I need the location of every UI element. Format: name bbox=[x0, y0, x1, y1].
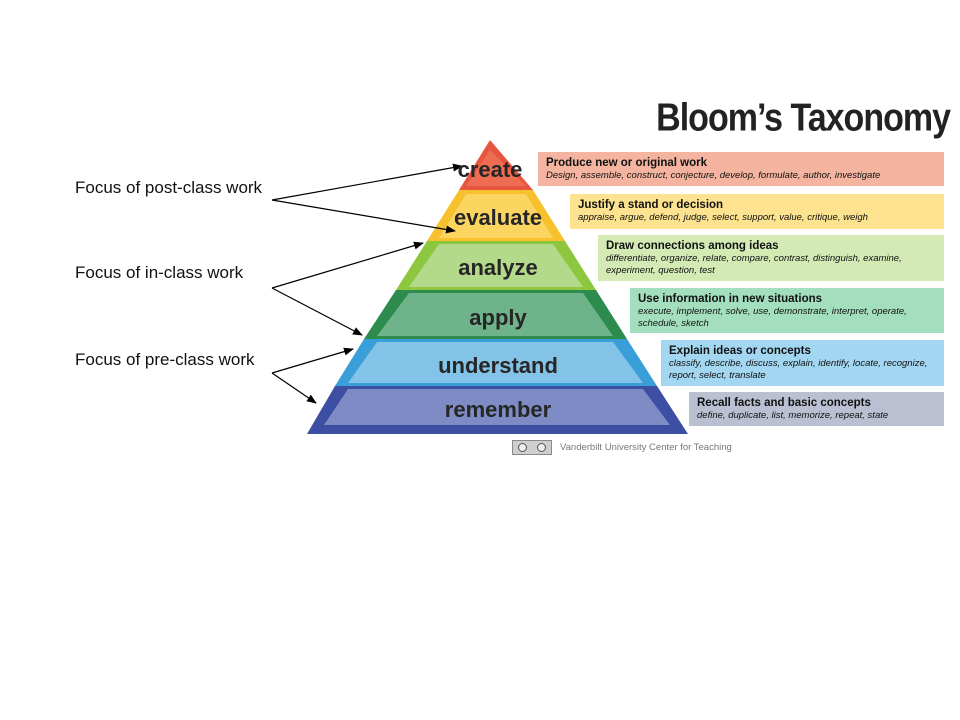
band-understand-inner bbox=[348, 342, 643, 383]
arrow-pre-class-to-remember bbox=[271, 372, 317, 404]
focus-in-class-label: Focus of in-class work bbox=[75, 263, 244, 282]
creative-commons-badge-icon bbox=[512, 440, 552, 455]
level-label-understand: understand bbox=[438, 353, 558, 378]
arrow-in-class-to-apply bbox=[271, 287, 363, 336]
focus-pre-class-label: Focus of pre-class work bbox=[75, 350, 255, 369]
description-understand-verbs: classify, describe, discuss, explain, id… bbox=[669, 358, 928, 381]
description-remember-heading: Recall facts and basic concepts bbox=[697, 397, 871, 409]
description-evaluate: Justify a stand or decision appraise, ar… bbox=[570, 194, 944, 229]
arrow-post-class-to-evaluate bbox=[271, 199, 456, 234]
description-understand-heading: Explain ideas or concepts bbox=[669, 345, 811, 357]
description-apply-heading: Use information in new situations bbox=[638, 293, 823, 305]
level-label-apply: apply bbox=[469, 305, 527, 330]
description-evaluate-heading: Justify a stand or decision bbox=[578, 199, 724, 211]
band-remember-inner bbox=[324, 389, 670, 425]
credit-text: Vanderbilt University Center for Teachin… bbox=[560, 442, 732, 453]
level-label-analyze: analyze bbox=[458, 255, 538, 280]
description-apply-verbs: execute, implement, solve, use, demonstr… bbox=[638, 306, 907, 329]
description-create-verbs: Design, assemble, construct, conjecture,… bbox=[546, 170, 881, 181]
level-label-remember: remember bbox=[444, 397, 552, 422]
focus-post-class-label: Focus of post-class work bbox=[75, 178, 263, 197]
cc-symbol-icon bbox=[518, 443, 527, 452]
description-analyze: Draw connections among ideas differentia… bbox=[598, 235, 944, 281]
attribution-symbol-icon bbox=[537, 443, 546, 452]
description-evaluate-verbs: appraise, argue, defend, judge, select, … bbox=[578, 212, 868, 223]
band-evaluate-inner bbox=[439, 194, 553, 238]
taxonomy-title: Bloom’s Taxonomy bbox=[656, 96, 951, 140]
band-analyze-inner bbox=[409, 244, 583, 287]
credit-line: Vanderbilt University Center for Teachin… bbox=[512, 440, 732, 455]
description-analyze-verbs: differentiate, organize, relate, compare… bbox=[606, 253, 902, 276]
band-apply-inner bbox=[377, 293, 613, 336]
level-label-evaluate: evaluate bbox=[453, 205, 543, 230]
description-create: Produce new or original work Design, ass… bbox=[538, 152, 944, 186]
arrow-in-class-to-analyze bbox=[271, 241, 424, 289]
description-remember-verbs: define, duplicate, list, memorize, repea… bbox=[697, 410, 889, 421]
description-create-heading: Produce new or original work bbox=[546, 157, 708, 169]
level-label-create: create bbox=[457, 157, 523, 182]
band-create-inner bbox=[466, 150, 526, 186]
description-apply: Use information in new situations execut… bbox=[630, 288, 944, 333]
description-understand: Explain ideas or concepts classify, desc… bbox=[661, 340, 944, 386]
description-remember: Recall facts and basic concepts define, … bbox=[689, 392, 944, 426]
arrow-pre-class-to-understand bbox=[271, 347, 354, 374]
description-analyze-heading: Draw connections among ideas bbox=[606, 240, 779, 252]
arrow-post-class-to-create bbox=[271, 163, 463, 201]
